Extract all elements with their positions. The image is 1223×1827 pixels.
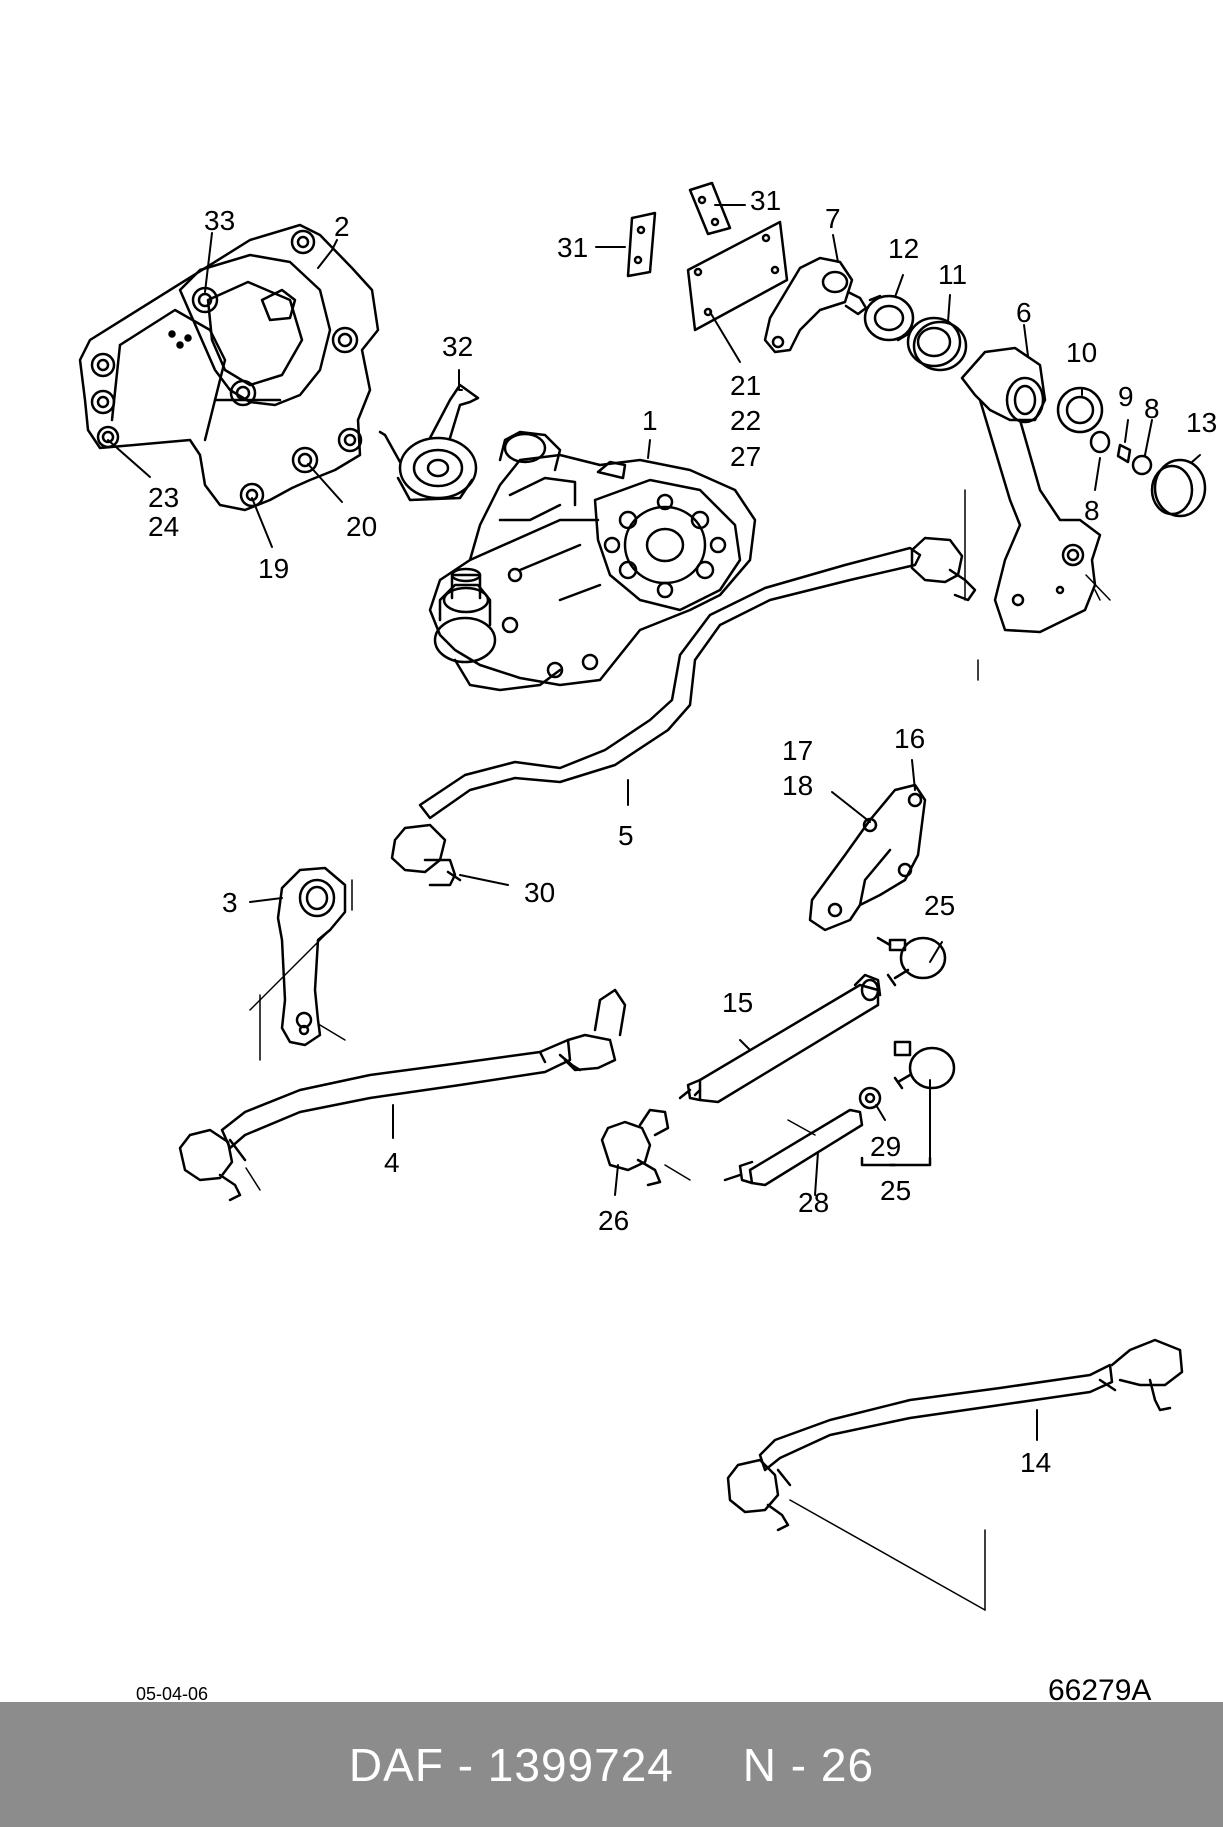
callout-26: 26 [598, 1205, 629, 1236]
part-32-clamp [378, 383, 480, 502]
part-15-damper [678, 973, 882, 1104]
part-28-rod [723, 1108, 864, 1187]
callout-3: 3 [222, 887, 238, 918]
callout-33: 33 [204, 205, 235, 236]
callout-8-bottom: 8 [1084, 495, 1100, 526]
part-7-drop-arm [763, 256, 868, 354]
callout-23: 23 [148, 482, 179, 513]
part-5-drag-link [390, 536, 977, 887]
part-16-bracket [808, 783, 927, 932]
part-8-nut [1089, 430, 1153, 476]
footer-bar: DAF - 1399724 N - 26 [0, 1702, 1223, 1827]
callout-labels: 33 2 23 24 19 20 32 1 31 31 21 22 27 7 1… [148, 185, 1217, 1478]
part-21-plate-large [686, 220, 789, 332]
leader-lines [107, 204, 1201, 1441]
callout-25-lower: 25 [880, 1175, 911, 1206]
callout-12: 12 [888, 233, 919, 264]
part-3-pitman-arm [276, 866, 347, 1047]
date-code: 05-04-06 [136, 1684, 208, 1704]
callout-30: 30 [524, 877, 555, 908]
callout-29: 29 [870, 1131, 901, 1162]
callout-17: 17 [782, 735, 813, 766]
part-1-steering-gear [428, 430, 757, 692]
callout-6: 6 [1016, 297, 1032, 328]
part-11-bearing [906, 316, 968, 372]
callout-24: 24 [148, 511, 179, 542]
callout-20: 20 [346, 511, 377, 542]
part-14-track-rod [726, 1338, 1184, 1532]
alignment-lines [245, 489, 1111, 1611]
callout-5: 5 [618, 820, 634, 851]
callout-16: 16 [894, 723, 925, 754]
part-2-steering-bracket [78, 223, 380, 512]
callout-2: 2 [334, 211, 350, 242]
callout-8-top: 8 [1144, 393, 1160, 424]
callout-21: 21 [730, 370, 761, 401]
part-10-ring [1056, 386, 1104, 434]
callout-1: 1 [642, 405, 658, 436]
callout-31-right: 31 [750, 185, 781, 216]
part-29-washer [858, 1086, 882, 1110]
callout-10: 10 [1066, 337, 1097, 368]
part-13-cap [1150, 458, 1207, 518]
callout-25-upper: 25 [924, 890, 955, 921]
part-6-lever [960, 346, 1102, 634]
part-25-ball-joint-upper [876, 936, 947, 987]
drawing-number: 66279A [1048, 1674, 1151, 1707]
callout-27: 27 [730, 441, 761, 472]
callout-4: 4 [384, 1147, 400, 1178]
part-31-plate-small [626, 211, 657, 278]
callout-32: 32 [442, 331, 473, 362]
part-31-plate-top [688, 181, 732, 236]
part-25-ball-joint-lower [893, 1040, 956, 1090]
callout-19: 19 [258, 553, 289, 584]
callout-28: 28 [798, 1187, 829, 1218]
callout-22: 22 [730, 405, 761, 436]
part-12-seal [863, 294, 915, 342]
callout-7: 7 [825, 203, 841, 234]
callout-13: 13 [1186, 407, 1217, 438]
part-26-ball-joint [600, 1108, 670, 1187]
callout-15: 15 [722, 987, 753, 1018]
part-number-caption: DAF - 1399724 N - 26 [348, 1738, 875, 1791]
part-9-washer [1116, 443, 1132, 464]
callout-14: 14 [1020, 1447, 1051, 1478]
part-4-track-rod [178, 988, 627, 1202]
callout-11: 11 [938, 259, 967, 290]
callout-18: 18 [782, 770, 813, 801]
callout-9: 9 [1118, 381, 1134, 412]
callout-31-left: 31 [557, 232, 588, 263]
